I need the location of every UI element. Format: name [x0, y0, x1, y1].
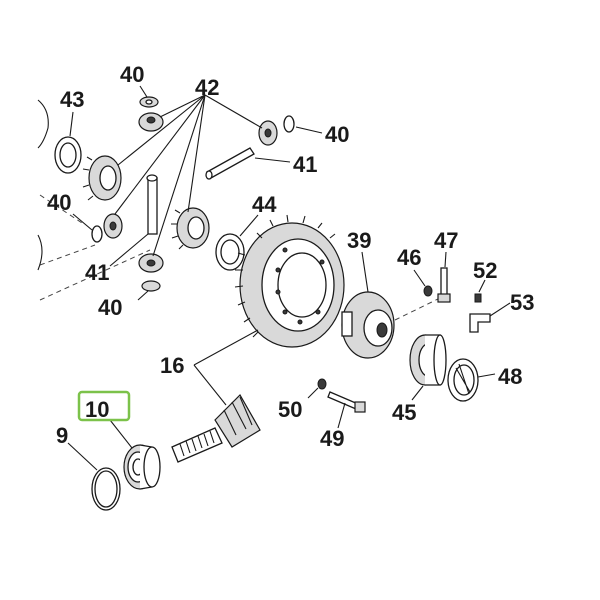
- leader-10: [109, 419, 133, 449]
- leader-40-bottom: [137, 290, 149, 301]
- leader-16-ring: [193, 329, 259, 366]
- callout-49: 49: [320, 426, 344, 451]
- side-gear-right: [171, 207, 210, 250]
- callout-41-upper: 41: [293, 152, 317, 177]
- pinion-gear-lower: [103, 213, 123, 239]
- side-gear-left: [82, 155, 122, 201]
- washer-40-left: [91, 225, 103, 243]
- leader-46: [413, 269, 426, 287]
- callout-53: 53: [510, 290, 534, 315]
- housing-outline: [39, 194, 151, 301]
- leader-16-pinion: [193, 364, 227, 406]
- leader-47: [444, 251, 447, 268]
- leader-53: [489, 302, 511, 317]
- callout-50: 50: [278, 397, 302, 422]
- callout-52: 52: [473, 258, 497, 283]
- callout-44: 44: [252, 192, 277, 217]
- leader-41-upper: [254, 157, 291, 163]
- callout-40-bottom: 40: [98, 295, 122, 320]
- pinion-gear-right: [258, 120, 278, 146]
- drive-pinion-16: [171, 394, 261, 463]
- bracket-53: [469, 313, 491, 333]
- differential-case-39: [341, 291, 395, 359]
- pinion-gear-top: [138, 112, 164, 132]
- thrust-washer-43: [54, 136, 82, 174]
- leader-45: [411, 385, 424, 401]
- cross-shaft-41-upper: [205, 147, 255, 180]
- housing-fragment-top: [37, 99, 49, 149]
- callout-10: 10: [85, 397, 109, 422]
- callout-16: 16: [160, 353, 184, 378]
- callout-40-left: 40: [47, 190, 71, 215]
- shim-ring-9: [91, 467, 121, 511]
- leader-9: [67, 442, 98, 471]
- washer-40-top: [139, 96, 159, 108]
- bearing-45: [409, 334, 447, 386]
- leaders-42: [114, 94, 263, 257]
- leader-50: [307, 387, 319, 399]
- callout-9: 9: [56, 423, 68, 448]
- callout-40-top: 40: [120, 62, 144, 87]
- bearing-10: [123, 444, 161, 490]
- callout-45: 45: [392, 400, 416, 425]
- leader-39: [361, 251, 369, 293]
- housing-fragment-mid: [37, 234, 43, 271]
- thrust-washer-44: [215, 233, 245, 271]
- leader-40-left: [72, 213, 93, 231]
- washer-40-bottom: [141, 280, 161, 292]
- callout-47: 47: [434, 228, 458, 253]
- leader-44: [239, 214, 259, 237]
- ring-gear-16: [234, 214, 345, 348]
- bearing-cup-48: [447, 358, 479, 402]
- axis-dash-39: [394, 297, 441, 321]
- leader-41-lower: [109, 233, 149, 267]
- cross-shaft-41-vertical: [146, 174, 158, 235]
- bolt-49: [327, 391, 366, 413]
- leader-52: [478, 279, 486, 293]
- callout-46: 46: [397, 245, 421, 270]
- washer-40-right: [283, 115, 295, 133]
- clip-52: [474, 293, 482, 303]
- leader-48: [477, 373, 496, 378]
- pinion-gear-bottom: [138, 253, 164, 273]
- callout-39: 39: [347, 228, 371, 253]
- highlight-box-10: [77, 390, 131, 422]
- callout-42: 42: [195, 75, 219, 100]
- callout-41-lower: 41: [85, 260, 109, 285]
- leader-49: [337, 402, 346, 429]
- leader-40-top: [139, 85, 148, 98]
- nut-50: [317, 378, 327, 390]
- callout-48: 48: [498, 364, 522, 389]
- bolt-47: [437, 267, 451, 303]
- callout-40-right: 40: [325, 122, 349, 147]
- leader-43: [69, 111, 74, 137]
- callout-43: 43: [60, 87, 84, 112]
- nut-46: [423, 285, 433, 297]
- leader-40-right: [295, 126, 323, 134]
